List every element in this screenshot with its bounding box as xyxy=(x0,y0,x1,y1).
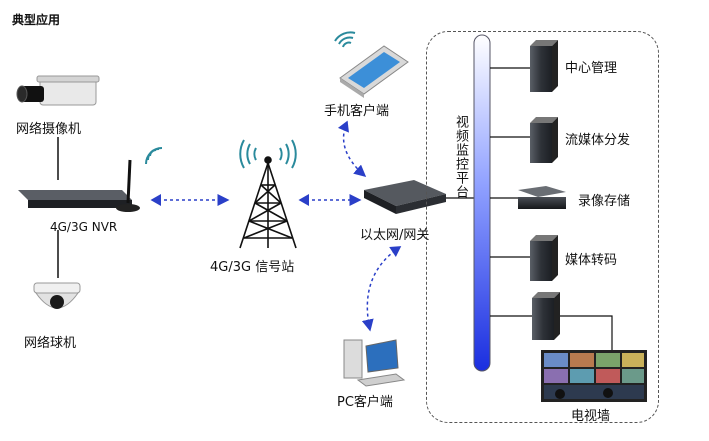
mobile-wireless-icon xyxy=(334,31,356,48)
nvr-wireless-icon xyxy=(145,147,163,165)
mobile-label: 手机客户端 xyxy=(324,104,390,119)
gateway-pc-link xyxy=(361,246,402,332)
pc-label: PC客户端 xyxy=(337,395,393,410)
signal-tower-icon xyxy=(239,156,297,249)
nvr-icon xyxy=(18,159,140,212)
service-label-record: 录像存储 xyxy=(578,194,631,209)
page-title: 典型应用 xyxy=(12,13,61,27)
gateway-label: 以太网/网关 xyxy=(360,228,430,243)
mobile-phone-icon xyxy=(339,45,409,98)
network-camera-icon xyxy=(16,75,100,106)
platform-label: 视频监控平台 xyxy=(453,115,468,199)
service-label-wall: 电视墙 xyxy=(571,409,611,424)
video-wall-icon xyxy=(541,350,647,402)
tower-wireless-icon xyxy=(239,139,297,169)
server-icon-wall xyxy=(532,292,560,340)
mobile-gateway-link xyxy=(337,120,367,177)
server-icon-transcode xyxy=(530,235,558,281)
recorder-icon xyxy=(518,186,566,209)
dome-label: 网络球机 xyxy=(24,336,77,351)
wall-link xyxy=(560,315,613,350)
gateway-icon xyxy=(364,180,446,214)
platform-bus xyxy=(473,34,491,372)
camera-label: 网络摄像机 xyxy=(16,122,82,137)
dome-camera-icon xyxy=(33,282,81,309)
server-icon-center xyxy=(530,40,558,92)
nvr-label: 4G/3G NVR xyxy=(50,220,118,234)
server-icon-stream xyxy=(530,117,558,163)
platform-container xyxy=(426,31,659,423)
tower-label: 4G/3G 信号站 xyxy=(210,260,295,275)
pc-icon xyxy=(343,339,406,387)
service-label-center: 中心管理 xyxy=(565,61,618,76)
service-label-transcode: 媒体转码 xyxy=(565,253,618,268)
service-label-stream: 流媒体分发 xyxy=(565,133,631,148)
